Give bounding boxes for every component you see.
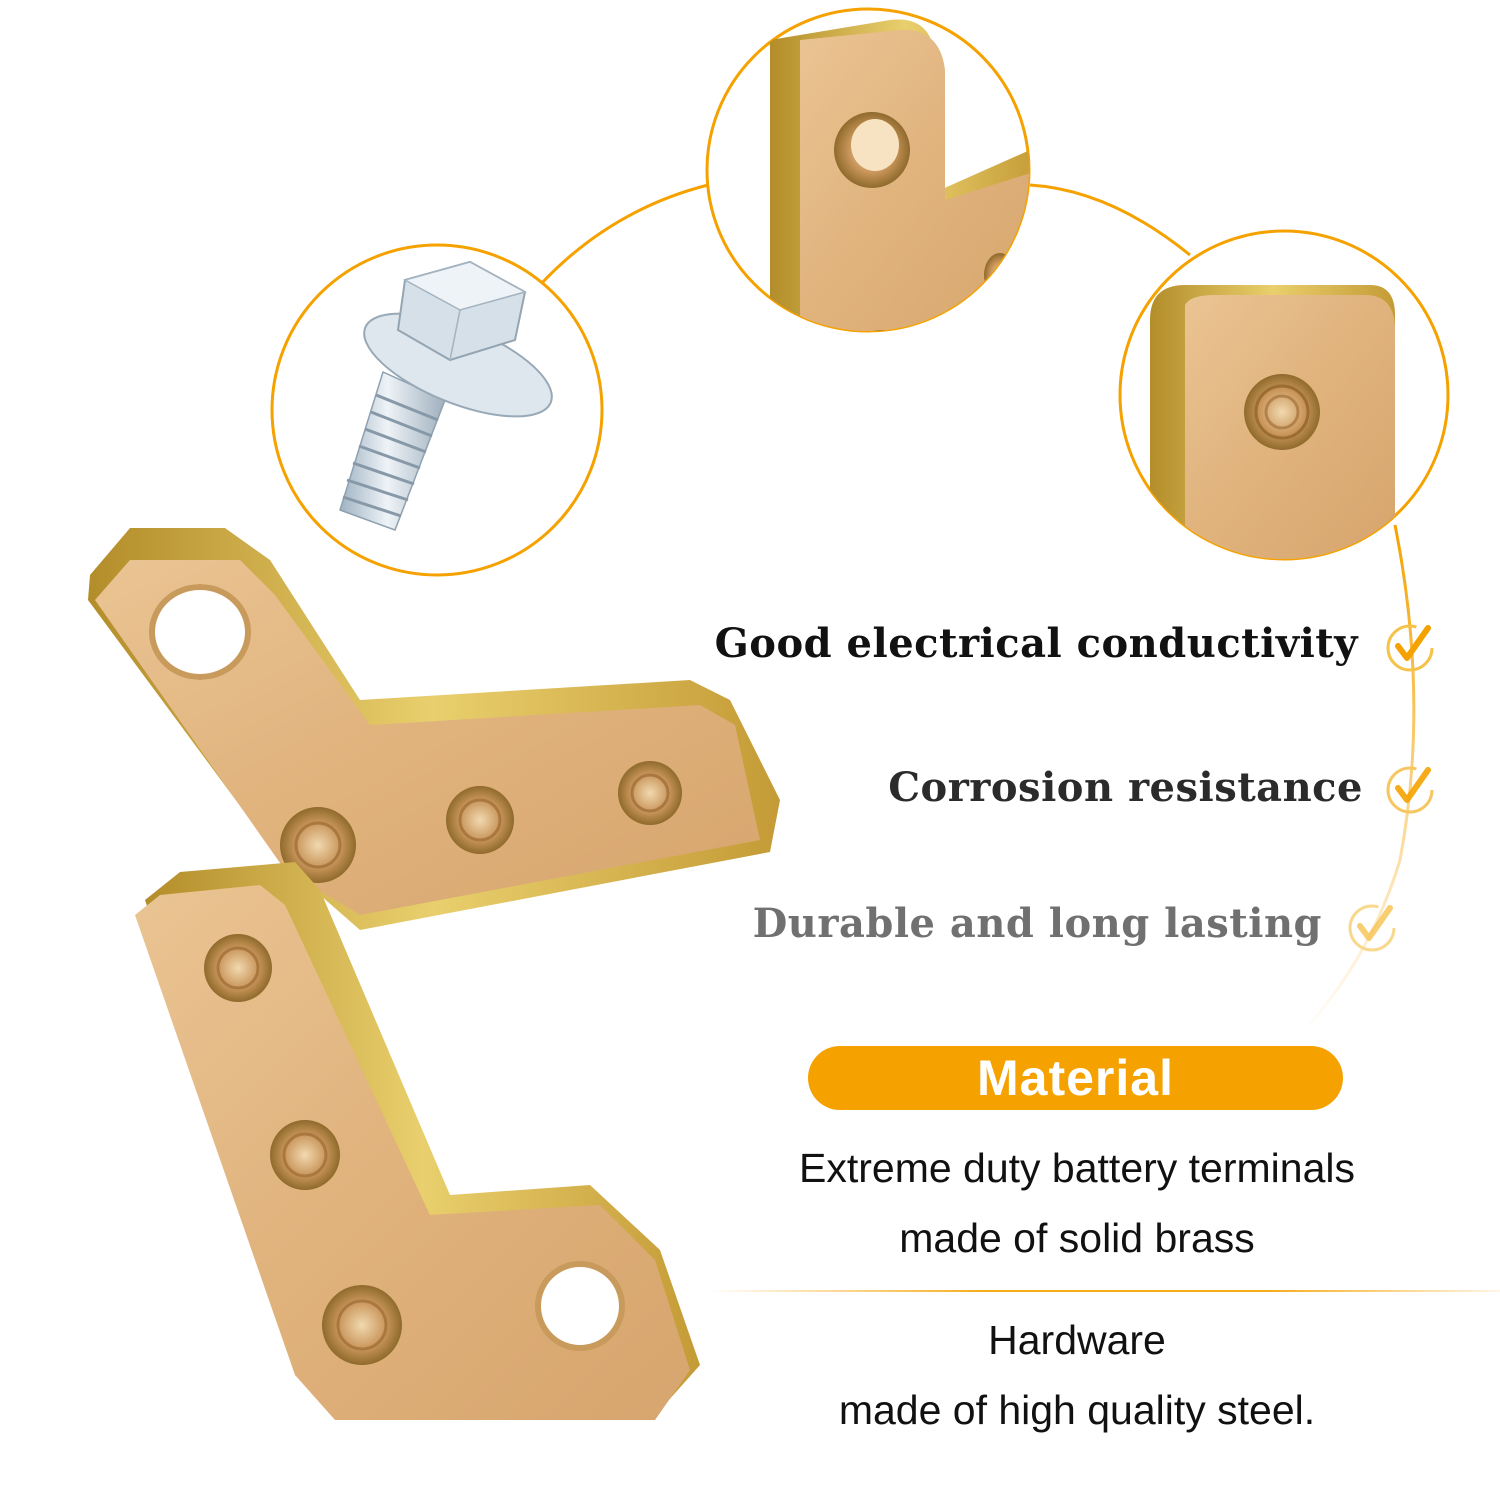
divider <box>710 1290 1500 1292</box>
bolt-detail-circle <box>270 243 604 577</box>
connector-arc <box>1298 524 1416 1037</box>
terminals-line-1: Extreme duty battery terminals <box>799 1145 1355 1191</box>
terminals-line-2: made of solid brass <box>899 1214 1255 1261</box>
bolt-icon <box>339 260 553 531</box>
connector-arc <box>538 183 709 287</box>
hardware-description: Hardware made of high quality steel. <box>697 1306 1457 1445</box>
connector-arc <box>1029 183 1191 257</box>
check-icon <box>1348 904 1396 952</box>
check-icon <box>1386 766 1434 814</box>
threaded-hole-detail-circle <box>1118 229 1450 561</box>
check-icon <box>1386 624 1434 672</box>
hardware-line-1: Hardware <box>988 1317 1166 1363</box>
plate-corner-detail-circle <box>705 7 1031 333</box>
material-badge-label: Material <box>977 1050 1174 1106</box>
feature-conductivity: Good electrical conductivity <box>714 620 1358 667</box>
terminals-description: Extreme duty battery terminals made of s… <box>697 1134 1457 1273</box>
material-badge: Material <box>808 1046 1343 1110</box>
feature-corrosion: Corrosion resistance <box>888 764 1363 811</box>
brass-plate-icon <box>88 528 780 1420</box>
hardware-line-2: made of high quality steel. <box>838 1386 1316 1433</box>
feature-durable: Durable and long lasting <box>752 900 1322 947</box>
